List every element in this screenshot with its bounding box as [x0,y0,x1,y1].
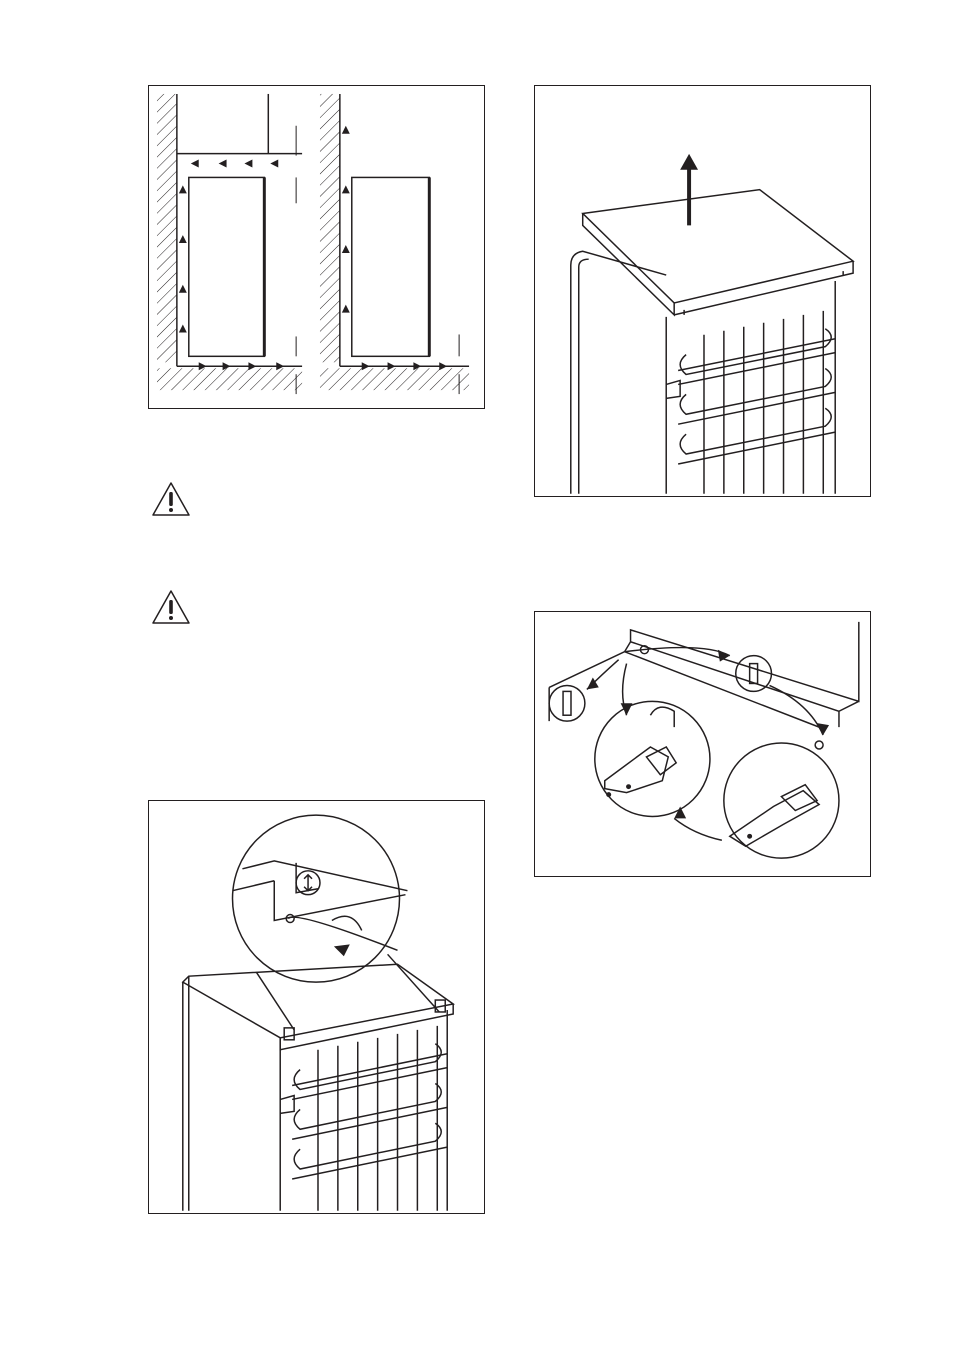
top-screw-adjust-diagram [148,800,485,1214]
ventilation-diagram [148,85,485,409]
hinge-swap-icon [535,612,870,876]
warning-triangle-icon [150,480,192,518]
ventilation-airflow-icon [149,86,484,408]
warning-triangle-icon [150,588,192,626]
top-cover-removal-diagram [534,85,871,497]
hinge-swap-diagram [534,611,871,877]
remove-top-cover-icon [535,86,870,496]
screw-adjust-icon [149,801,484,1213]
